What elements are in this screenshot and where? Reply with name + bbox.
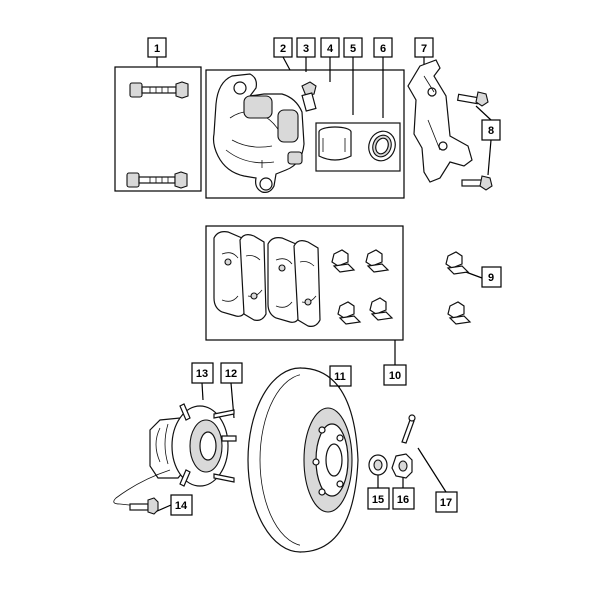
brake-pad-set-right: [267, 237, 321, 327]
svg-text:5: 5: [350, 43, 356, 55]
callout-8: 8: [481, 119, 501, 141]
guide-pin-bolt-lower: [126, 171, 188, 189]
caliper-group-box: [205, 69, 405, 199]
callout-11: 11: [329, 365, 352, 387]
bracket-bolt-lower: [461, 175, 493, 191]
brake-rotor: [247, 367, 359, 553]
bracket-bolt-upper: [456, 91, 489, 107]
pad-abutment-clips: [445, 251, 472, 325]
callout-6: 6: [373, 37, 393, 58]
callout-1: 1: [147, 37, 167, 58]
callout-13: 13: [191, 362, 214, 384]
svg-text:9: 9: [488, 272, 494, 284]
callout-2: 2: [273, 37, 293, 58]
pad-clips-in-kit: [331, 249, 394, 325]
svg-text:2: 2: [280, 43, 286, 55]
svg-text:4: 4: [327, 43, 334, 55]
svg-text:17: 17: [440, 497, 452, 509]
bleeder-screw: [301, 81, 317, 112]
callout-17: 17: [435, 491, 458, 513]
hub-nut: [391, 453, 413, 479]
piston-seal: [368, 130, 396, 162]
brake-pad-set-left: [213, 231, 267, 321]
svg-text:11: 11: [334, 371, 346, 383]
svg-text:14: 14: [175, 500, 188, 512]
callout-9: 9: [481, 266, 502, 288]
callout-12: 12: [220, 362, 243, 384]
brake-pad-group-box: [205, 225, 404, 341]
wheel-speed-sensor-and-bolt: [113, 469, 171, 515]
callout-16: 16: [392, 487, 415, 510]
hub-washer: [368, 454, 388, 476]
callout-15: 15: [367, 487, 390, 510]
brake-caliper: [212, 73, 305, 193]
svg-text:3: 3: [303, 43, 309, 55]
callout-4: 4: [320, 37, 340, 58]
svg-text:15: 15: [372, 494, 384, 506]
callout-10: 10: [383, 364, 407, 386]
cotter-pin: [401, 414, 416, 444]
svg-text:13: 13: [196, 368, 208, 380]
svg-text:16: 16: [397, 494, 409, 506]
caliper-adapter-bracket: [407, 59, 473, 183]
callout-7: 7: [414, 37, 434, 58]
callout-5: 5: [343, 37, 363, 58]
svg-text:1: 1: [154, 43, 160, 55]
svg-text:10: 10: [389, 370, 401, 382]
bolt-kit-group-box: [114, 66, 202, 192]
hub-bearing-assembly: [149, 403, 237, 487]
svg-text:8: 8: [488, 125, 494, 137]
svg-text:7: 7: [421, 43, 427, 55]
svg-text:6: 6: [380, 43, 386, 55]
svg-text:12: 12: [225, 368, 237, 380]
callout-14: 14: [170, 494, 193, 516]
callout-3: 3: [296, 37, 316, 58]
guide-pin-bolt-upper: [129, 81, 189, 99]
